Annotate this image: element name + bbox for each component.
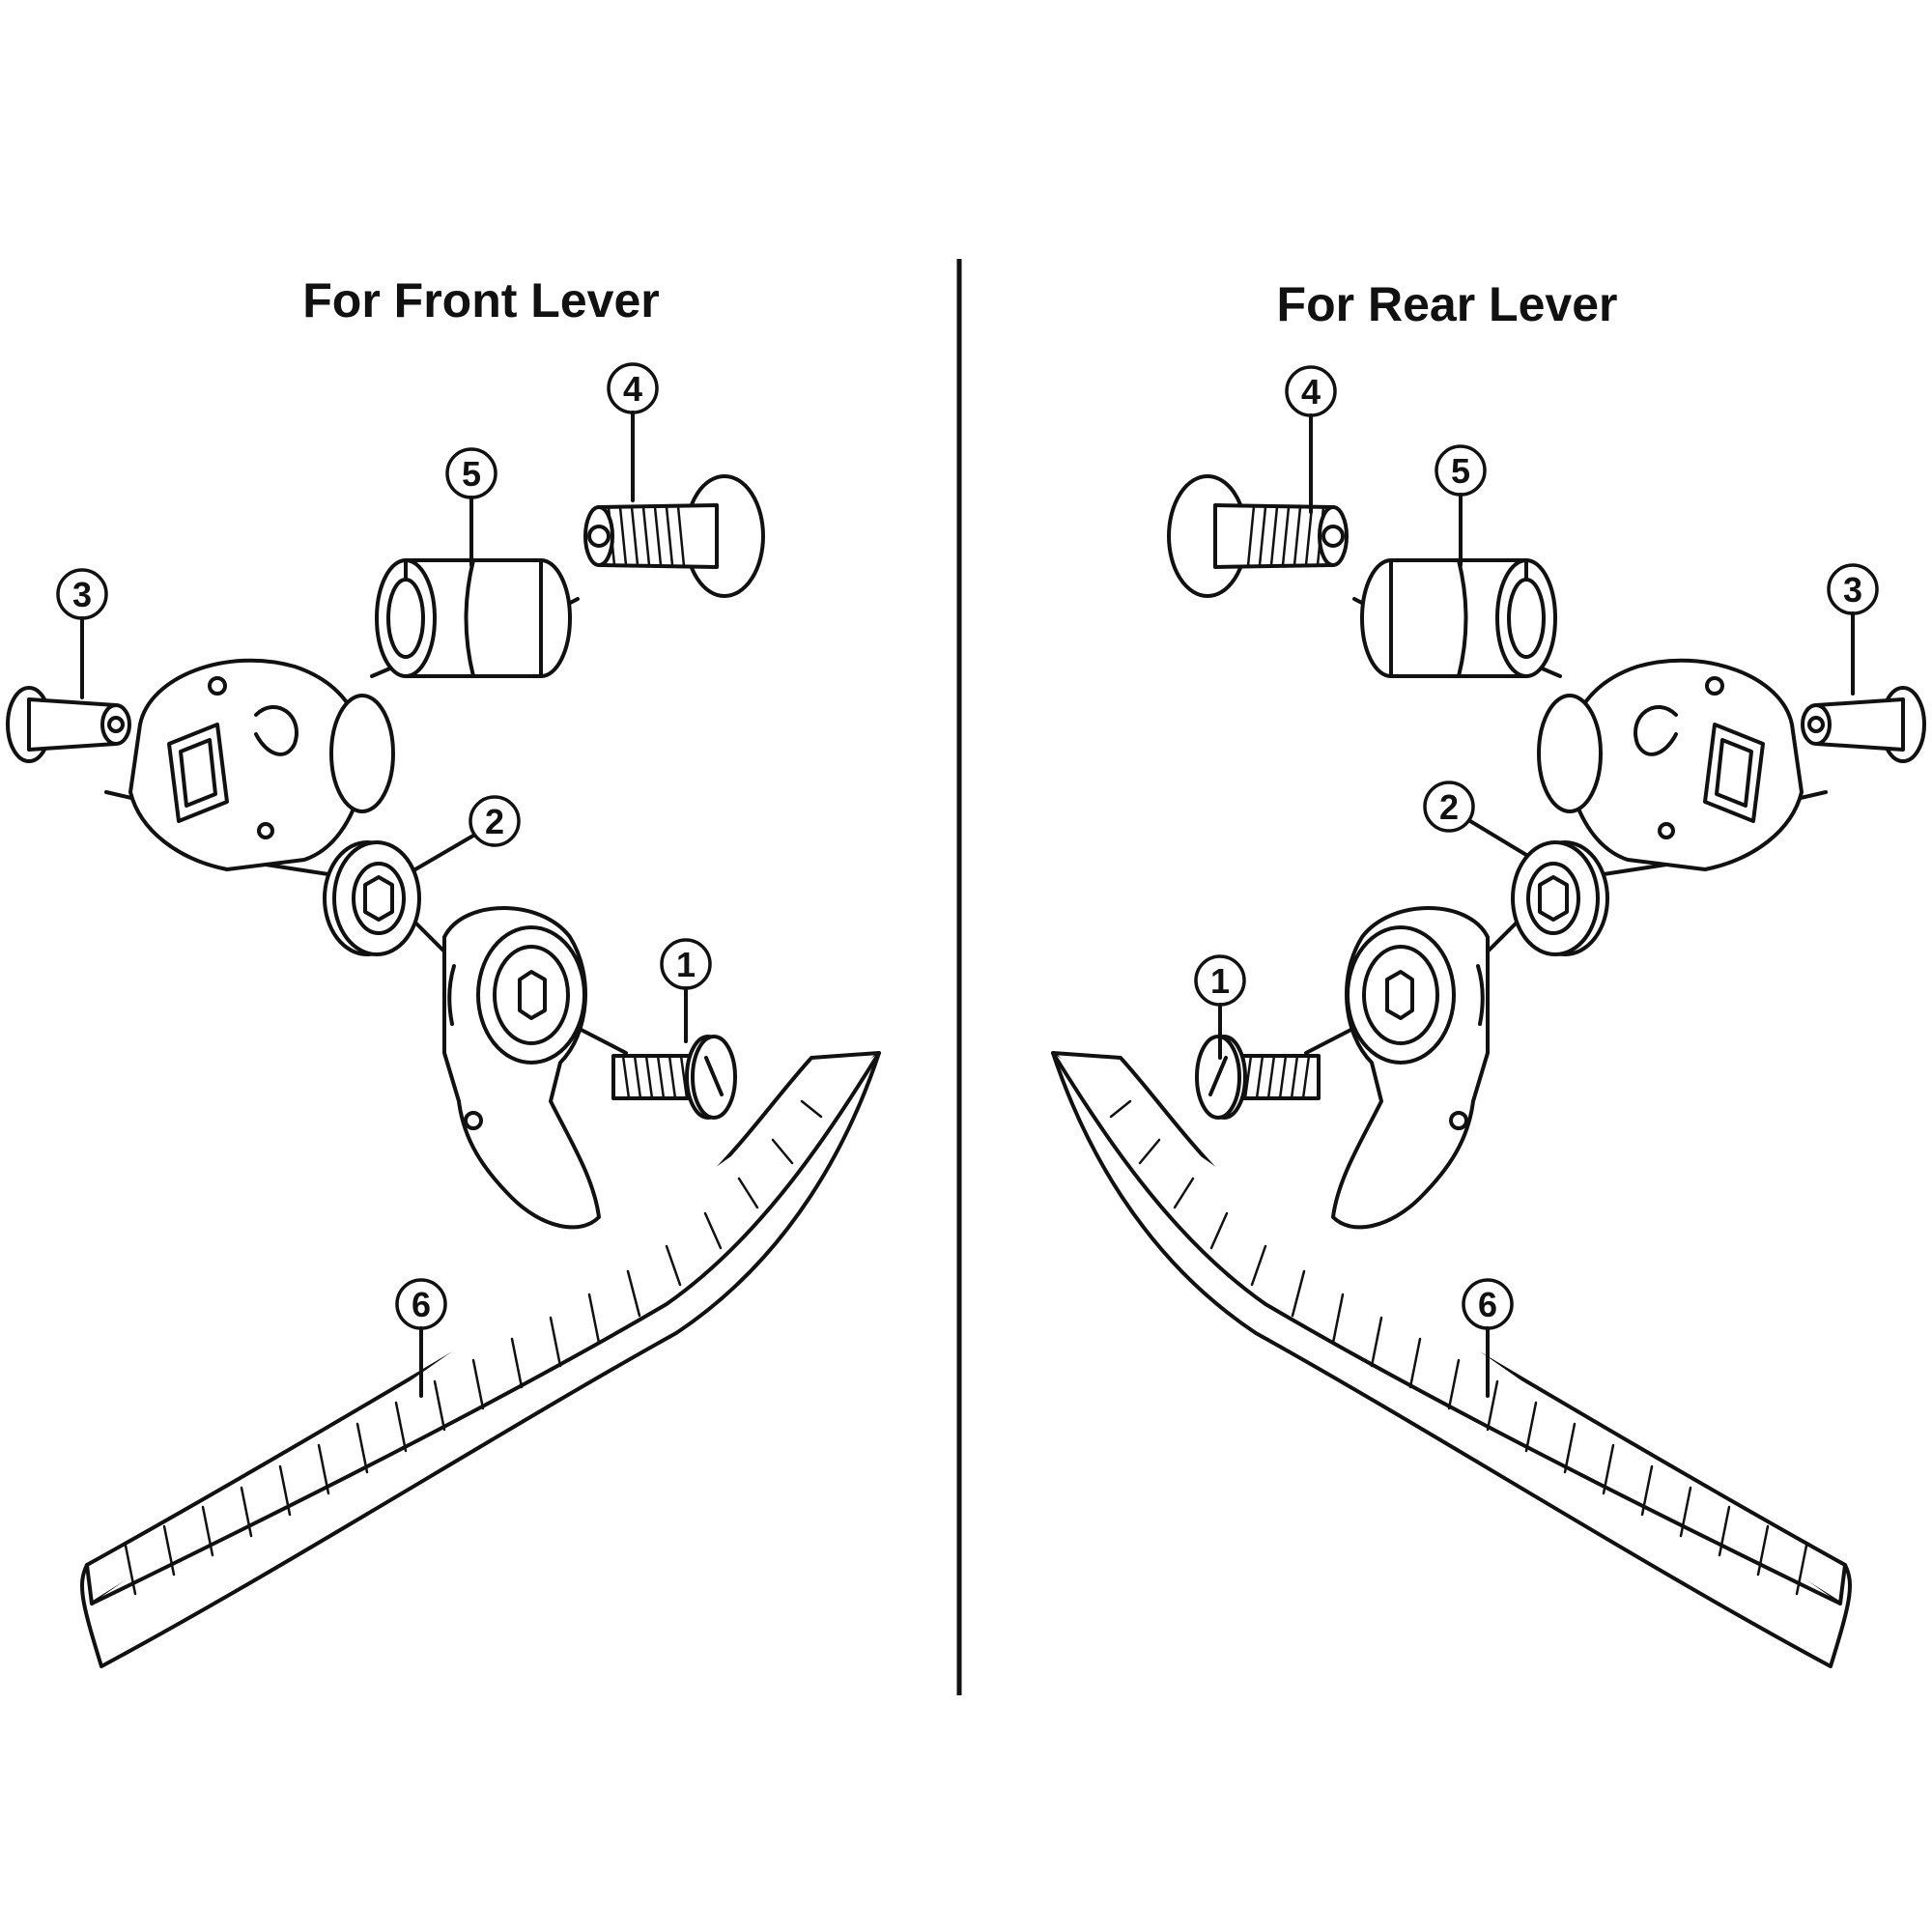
rear-part-4-bolt — [1167, 474, 1349, 598]
svg-text:1: 1 — [1210, 961, 1230, 1001]
front-part-1-screw — [611, 1035, 737, 1120]
rear-part-6-cable-cover — [1051, 1051, 1852, 1668]
svg-text:4: 4 — [1301, 372, 1321, 412]
rear-callout-1: 1 — [1194, 954, 1246, 1060]
rear-part-lever — [1331, 906, 1490, 1230]
rear-callout-5: 5 — [1435, 444, 1487, 567]
svg-text:4: 4 — [623, 369, 642, 409]
rear-callout-3: 3 — [1827, 563, 1879, 696]
front-callout-4: 4 — [607, 362, 659, 502]
rear-part-2-washer — [1511, 840, 1609, 956]
rear-panel: 1 2 3 4 5 6 — [1051, 365, 1926, 1668]
front-part-2-washer — [323, 840, 421, 956]
rear-part-bracket — [1537, 658, 1804, 871]
front-callout-1: 1 — [660, 938, 712, 1043]
front-callout-3: 3 — [56, 568, 108, 699]
svg-text:5: 5 — [462, 454, 481, 494]
svg-text:1: 1 — [676, 945, 696, 984]
svg-text:5: 5 — [1451, 451, 1470, 491]
rear-lever-title: For Rear Lever — [1277, 277, 1618, 331]
front-part-6-cable-cover — [80, 1051, 881, 1668]
rear-part-1-screw — [1195, 1035, 1321, 1120]
front-panel: 1 2 3 4 5 6 — [6, 362, 881, 1668]
svg-text:3: 3 — [1843, 570, 1862, 610]
rear-callout-4: 4 — [1285, 365, 1337, 514]
rear-part-5-shim — [1360, 558, 1557, 678]
rear-callout-2: 2 — [1423, 781, 1528, 857]
svg-text:6: 6 — [1478, 1285, 1497, 1324]
svg-text:2: 2 — [485, 802, 504, 841]
front-lever-title: For Front Lever — [302, 273, 659, 327]
svg-text:3: 3 — [72, 575, 92, 614]
front-part-lever — [442, 906, 601, 1230]
svg-text:6: 6 — [412, 1285, 431, 1324]
front-callout-6: 6 — [395, 1278, 447, 1398]
front-callout-2: 2 — [413, 795, 521, 871]
front-part-4-bolt — [583, 474, 765, 598]
front-part-bracket — [128, 658, 395, 871]
front-part-3-sleeve-nut — [6, 686, 131, 763]
svg-text:2: 2 — [1439, 787, 1459, 827]
rear-callout-6: 6 — [1462, 1278, 1514, 1398]
rear-part-3-sleeve-nut — [1801, 686, 1926, 763]
front-callout-5: 5 — [445, 447, 497, 567]
front-part-5-shim — [375, 558, 572, 678]
